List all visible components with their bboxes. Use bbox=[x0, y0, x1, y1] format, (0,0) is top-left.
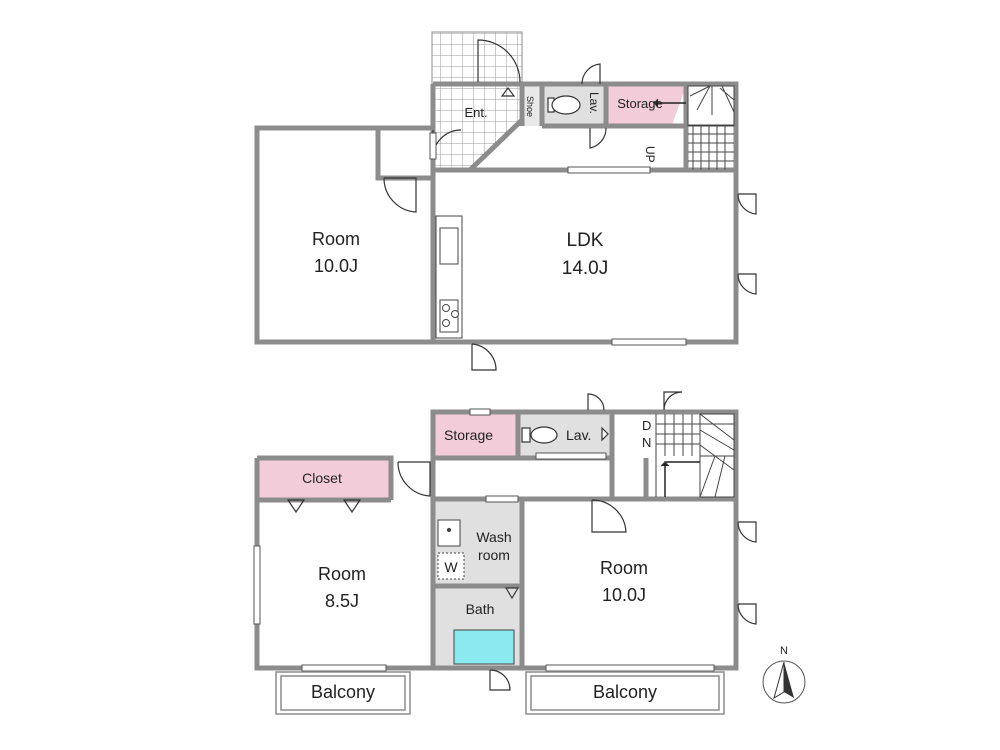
bath-label: Bath bbox=[466, 601, 495, 617]
room-1f-name: Room bbox=[312, 229, 360, 249]
wash-room-label-1: Wash bbox=[476, 529, 511, 545]
wash-room-label-2: room bbox=[478, 547, 510, 563]
stairs-up bbox=[653, 85, 735, 170]
lav-1f-label: Lav. bbox=[587, 92, 601, 114]
entrance-label: Ent. bbox=[464, 105, 487, 120]
north-label: N bbox=[780, 645, 788, 657]
closet-fill bbox=[257, 460, 389, 498]
stairs-down bbox=[655, 413, 735, 498]
balconies bbox=[275, 671, 725, 715]
dn-d-label: D bbox=[642, 418, 651, 433]
second-floor bbox=[253, 391, 757, 715]
doors-2f bbox=[286, 391, 757, 691]
storage-2f-fill bbox=[434, 414, 518, 456]
storage-1f-label: Storage bbox=[617, 96, 663, 111]
first-floor bbox=[254, 31, 757, 371]
room-east-name: Room bbox=[600, 558, 648, 578]
walls-2f bbox=[254, 409, 739, 671]
room-east-size: 10.0J bbox=[602, 585, 646, 605]
balcony-west-label: Balcony bbox=[311, 682, 375, 702]
doors-1f bbox=[383, 39, 757, 371]
balcony-east-label: Balcony bbox=[593, 682, 657, 702]
room-1f-size: 10.0J bbox=[314, 256, 358, 276]
closet-label: Closet bbox=[302, 470, 342, 486]
toilet-1f bbox=[547, 95, 581, 115]
toilet-2f bbox=[521, 426, 609, 444]
windows-2f bbox=[253, 408, 715, 672]
ldk-size: 14.0J bbox=[562, 258, 608, 279]
up-label: UP bbox=[643, 146, 657, 163]
washer-label: W bbox=[444, 559, 458, 575]
shoe-label: Shoe bbox=[525, 96, 535, 117]
entrance-floor bbox=[434, 86, 522, 170]
bathtub bbox=[453, 629, 515, 665]
porch-tiles bbox=[431, 31, 523, 85]
storage-2f-label: Storage bbox=[444, 427, 493, 443]
storage-1f-fill bbox=[608, 86, 686, 125]
room-west-name: Room bbox=[318, 564, 366, 584]
windows-1f bbox=[429, 132, 687, 346]
room-west-size: 8.5J bbox=[325, 591, 359, 611]
shoe-cabinet bbox=[522, 86, 542, 126]
north-compass-icon bbox=[762, 660, 806, 704]
wash-basin bbox=[437, 519, 461, 547]
ldk-name: LDK bbox=[567, 230, 604, 251]
lav-2f-label: Lav. bbox=[566, 427, 591, 443]
washer-space bbox=[437, 552, 465, 580]
kitchen-counter bbox=[435, 215, 463, 339]
dn-n-label: N bbox=[642, 435, 651, 450]
